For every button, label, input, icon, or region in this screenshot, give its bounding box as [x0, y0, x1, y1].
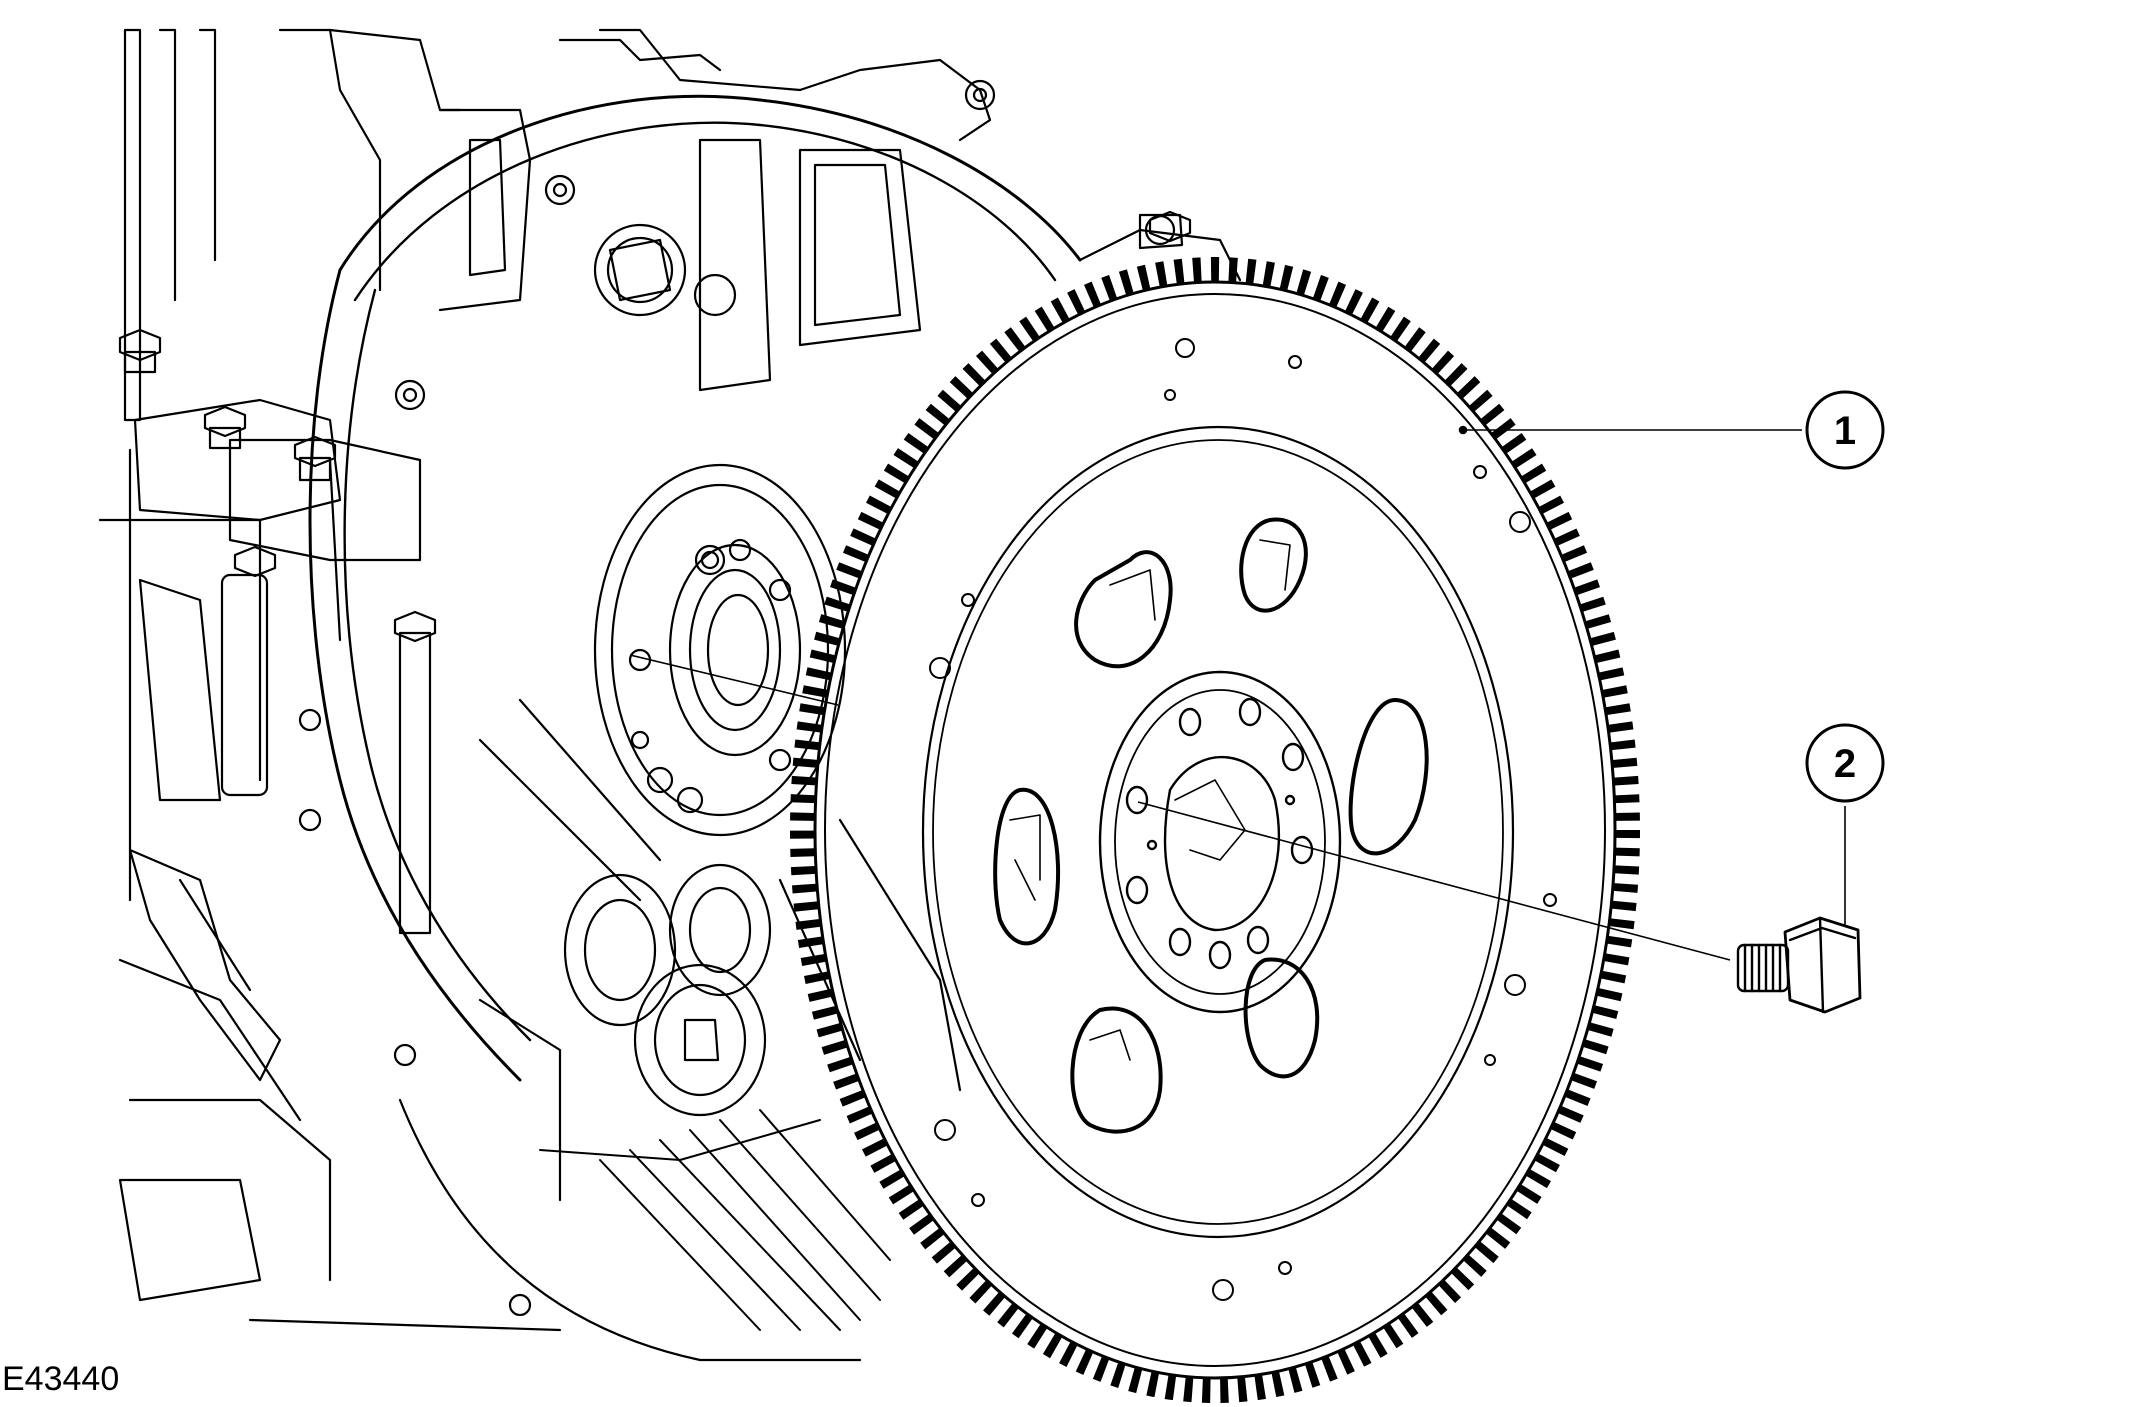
callout-2: 2	[1805, 723, 1885, 803]
lightening-windows	[993, 517, 1429, 1134]
svg-text:2: 2	[1834, 742, 1856, 786]
svg-text:1: 1	[1834, 409, 1856, 453]
hub-bolt-holes	[1125, 697, 1314, 970]
ring-gear-outer	[813, 280, 1617, 1380]
flywheel	[790, 257, 1640, 1403]
callout-leaders	[1458, 425, 1846, 925]
callout-1: 1	[1805, 390, 1885, 470]
outer-bolt-holes	[929, 338, 1557, 1301]
engine-block	[98, 28, 1242, 1362]
ring-gear-teeth	[790, 257, 1640, 1403]
figure-id: E43440	[2, 1360, 120, 1398]
assembly-axis-lines	[629, 654, 1731, 961]
flywheel-bolt	[1736, 916, 1862, 1014]
